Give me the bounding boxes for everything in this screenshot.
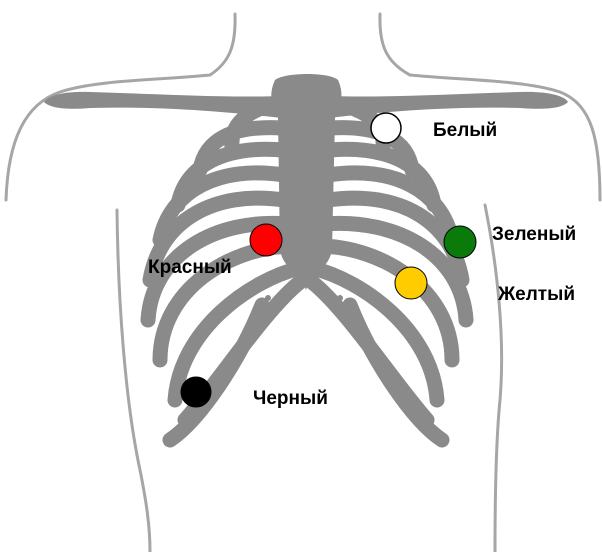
label-white: Белый: [433, 120, 497, 141]
rib-dot-right: [337, 295, 343, 301]
label-yellow: Желтый: [497, 284, 575, 305]
sternum: [271, 74, 341, 290]
label-red: Красный: [148, 257, 232, 278]
left-arm-line: [117, 210, 150, 552]
electrode-yellow: [395, 267, 427, 299]
label-black: Черный: [253, 388, 328, 409]
electrode-black: [181, 377, 211, 407]
rib-dot-left: [265, 295, 271, 301]
label-green: Зеленый: [492, 224, 576, 245]
neck-left-line: [210, 14, 235, 75]
electrode-red: [250, 224, 282, 256]
electrode-green: [444, 226, 476, 258]
right-arm-line: [485, 205, 502, 552]
neck-right-line: [380, 14, 410, 75]
electrode-white: [371, 113, 401, 143]
ribs-right: [312, 102, 466, 440]
